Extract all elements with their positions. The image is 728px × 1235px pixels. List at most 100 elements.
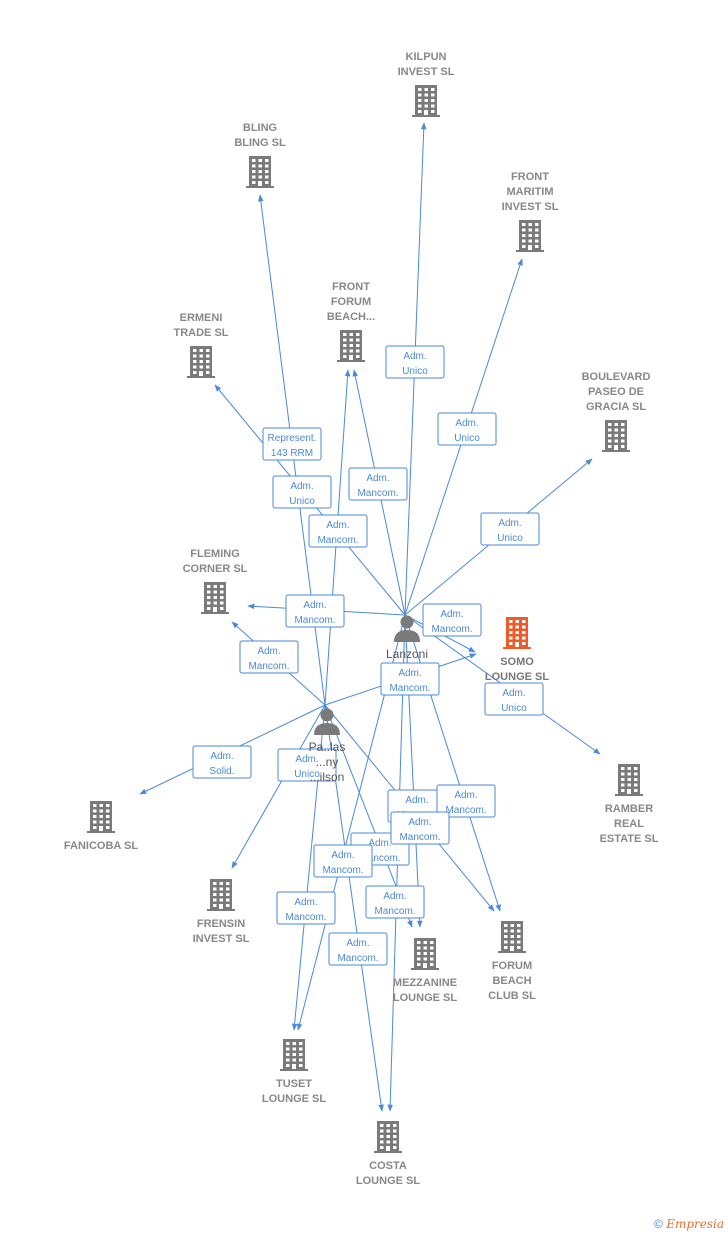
edge-person2-frensin: [231, 704, 326, 869]
edge-label-lanzoni-tuset[interactable]: Adm.Mancom.: [276, 891, 336, 925]
building-window: [252, 175, 256, 179]
building-window: [614, 423, 618, 426]
edge-label-person2-costa[interactable]: Adm.Mancom.: [365, 885, 425, 919]
building-window: [535, 245, 539, 248]
building-window: [199, 354, 203, 358]
building-window: [386, 1124, 390, 1127]
building-window: [608, 434, 612, 437]
building-window: [213, 887, 217, 891]
building-window: [621, 778, 625, 781]
building-window: [431, 110, 435, 113]
building-window: [292, 1047, 296, 1051]
building-door: [424, 110, 428, 115]
edge-label-lanzoni-forumbeach[interactable]: Adm.Mancom.: [436, 784, 496, 818]
building-window: [349, 349, 353, 353]
building-window: [621, 767, 625, 770]
building-window: [621, 434, 625, 437]
building-window: [621, 783, 625, 787]
building-window: [93, 826, 97, 829]
edge-label-text: Adm.: [454, 790, 477, 801]
building-window: [430, 946, 434, 950]
building-window: [343, 344, 347, 347]
building-window: [417, 946, 421, 950]
node-fanicoba[interactable]: FANICOBA SL: [64, 801, 138, 852]
edge-label-lanzoni-costa[interactable]: Adm.Mancom.: [328, 932, 388, 966]
building-window: [213, 904, 217, 907]
building-window: [292, 1053, 296, 1056]
building-window: [386, 1135, 390, 1138]
node-label: Lanzoni: [386, 647, 428, 661]
edge-label-person2-forumbeach[interactable]: Adm.Mancom.: [390, 811, 450, 845]
building-window: [349, 338, 353, 342]
edge-label-lanzoni-frontmaritim[interactable]: Adm.Unico: [437, 412, 497, 446]
building-icon: [201, 582, 229, 614]
edge-label-text: Adm.: [368, 838, 391, 849]
building-window: [504, 935, 508, 938]
building-window: [621, 428, 625, 432]
edge-label-box: [277, 748, 337, 782]
building-window: [226, 893, 230, 896]
building-window: [226, 898, 230, 902]
node-label: ESTATE SL: [600, 833, 659, 845]
edge-label-lanzoni-kilpun[interactable]: Adm.Unico: [385, 345, 445, 379]
edge-label-text: Unico: [294, 769, 320, 780]
building-window: [299, 1058, 303, 1062]
building-window: [423, 946, 427, 950]
edge-label-person2-frensin[interactable]: Adm.Unico: [277, 748, 337, 782]
node-label: FORUM: [492, 960, 532, 972]
building-window: [504, 946, 508, 949]
edge-label-lanzoni-frontforum[interactable]: Adm.Mancom.: [348, 467, 408, 501]
edge-label-person2-bling[interactable]: Represent.143 RRM: [262, 427, 322, 461]
edge-label-lanzoni-ramber[interactable]: Adm.Unico: [484, 682, 544, 716]
edge-label-text: Adm.: [455, 418, 478, 429]
edge-label-person2-tuset[interactable]: Adm. Mancom.: [313, 844, 373, 878]
edge-label-text: Unico: [501, 703, 527, 714]
edge-label-box: [436, 784, 496, 818]
edge-label-text: Adm.: [326, 520, 349, 531]
edge-label-lanzoni-fleming[interactable]: Adm.Mancom.: [285, 594, 345, 628]
building-window: [431, 88, 435, 91]
node-label: LOUNGE SL: [262, 1093, 326, 1105]
edge-label-lanzoni-somo[interactable]: Adm.Mancom.: [422, 603, 482, 637]
building-base: [87, 831, 115, 833]
node-frontforum[interactable]: FRONTFORUMBEACH...: [327, 281, 375, 362]
building-window: [93, 809, 97, 813]
building-window: [504, 929, 508, 933]
edge-label-lanzoni-ermeni[interactable]: Adm.Mancom.: [308, 514, 368, 548]
node-person2[interactable]: Pa..las...ny...ilson: [309, 708, 346, 785]
footer-brand[interactable]: © Empresia: [654, 1217, 724, 1231]
edge-label-text: Mancom.: [322, 865, 363, 876]
edge-label-person2-fanicoba[interactable]: Adm.Solid.: [192, 745, 252, 779]
node-label: INVEST SL: [502, 201, 559, 213]
edge-label-person2-somo[interactable]: Adm.Mancom.: [380, 662, 440, 696]
edge-label-text: Unico: [497, 533, 523, 544]
building-door: [199, 371, 203, 376]
edge-label-person2-fleming[interactable]: Adm.Mancom.: [239, 640, 299, 674]
building-base: [207, 909, 235, 911]
edge-label-box: [484, 682, 544, 716]
building-window: [265, 170, 269, 173]
building-window: [207, 590, 211, 594]
edge-label-text: Mancom.: [389, 683, 430, 694]
building-window: [226, 904, 230, 907]
edge-label-text: Adm.: [331, 850, 354, 861]
edge-label-person2-frontforum[interactable]: Adm.Unico: [272, 475, 332, 509]
building-window: [213, 596, 217, 599]
edge-label-lanzoni-boulevard[interactable]: Adm.Unico: [480, 512, 540, 546]
node-label: INVEST SL: [193, 933, 250, 945]
node-label: ...ny: [316, 755, 339, 769]
node-lanzoni[interactable]: Lanzoni: [386, 615, 428, 662]
